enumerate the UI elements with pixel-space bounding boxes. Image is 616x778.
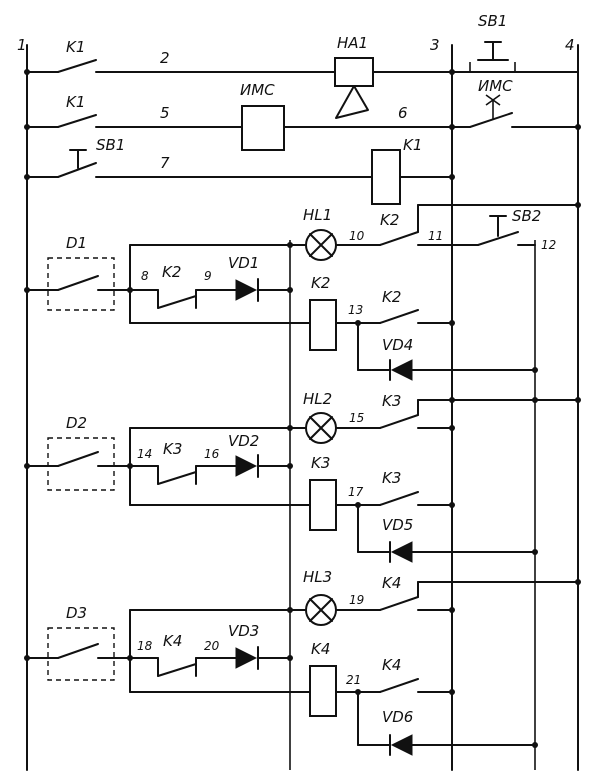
node-8: 8 <box>141 269 149 283</box>
label-vd1: VD1 <box>228 254 259 272</box>
label-k4-c3: K4 <box>382 656 401 674</box>
rail-label-4: 4 <box>565 36 575 54</box>
label-k1-coil: K1 <box>403 136 422 154</box>
label-k3-c2: K3 <box>163 440 182 458</box>
node-17: 17 <box>348 485 364 499</box>
label-d1: D1 <box>66 234 87 252</box>
node-20: 20 <box>204 639 220 653</box>
k4-coil <box>309 665 337 717</box>
node-18: 18 <box>137 639 153 653</box>
label-ims-contact: ИМС <box>478 77 513 95</box>
d1-box <box>47 257 115 311</box>
label-hl3: HL3 <box>303 568 332 586</box>
node-9: 9 <box>204 269 212 283</box>
label-k4-coil: K4 <box>311 640 330 658</box>
label-vd5: VD5 <box>382 516 413 534</box>
node-14: 14 <box>137 447 152 461</box>
node-12: 12 <box>541 238 556 252</box>
label-k3-c3: K3 <box>382 469 401 487</box>
node-7: 7 <box>160 154 170 172</box>
label-ims-coil: ИМС <box>240 81 275 99</box>
label-k2-c3: K2 <box>382 288 401 306</box>
node-15: 15 <box>349 411 364 425</box>
row-ims <box>24 94 581 151</box>
node-5: 5 <box>160 104 170 122</box>
label-sb2: SB2 <box>512 207 541 225</box>
label-d3: D3 <box>66 604 87 622</box>
label-vd3: VD3 <box>228 622 259 640</box>
d3-box <box>47 627 115 681</box>
ha1-bell <box>334 57 374 87</box>
label-k1-a: K1 <box>66 38 85 56</box>
node-6: 6 <box>398 104 408 122</box>
block-1 <box>24 202 581 381</box>
node-11: 11 <box>428 229 443 243</box>
label-sb1-top: SB1 <box>478 12 507 30</box>
node-10: 10 <box>349 229 365 243</box>
k2-coil <box>309 299 337 351</box>
label-hl1: HL1 <box>303 206 332 224</box>
label-hl2: HL2 <box>303 390 332 408</box>
row-k1-coil <box>24 149 455 205</box>
d2-box <box>47 437 115 491</box>
label-d2: D2 <box>66 414 87 432</box>
label-k3-coil: K3 <box>311 454 330 472</box>
label-k2-c2: K2 <box>162 263 181 281</box>
rail-label-1: 1 <box>17 36 27 54</box>
block-3 <box>24 579 581 756</box>
node-21: 21 <box>346 673 361 687</box>
label-vd6: VD6 <box>382 708 413 726</box>
label-k2-c1: K2 <box>380 211 399 229</box>
block-2 <box>24 397 581 563</box>
rail-label-3: 3 <box>430 36 440 54</box>
k3-coil <box>309 479 337 531</box>
label-vd4: VD4 <box>382 336 413 354</box>
k1-coil <box>371 149 401 205</box>
label-k1-b: K1 <box>66 93 85 111</box>
node-16: 16 <box>204 447 220 461</box>
label-ha1: HA1 <box>337 34 368 52</box>
label-k4-c2: K4 <box>163 632 182 650</box>
label-k2-coil: K2 <box>311 274 330 292</box>
label-k4-c1: K4 <box>382 574 401 592</box>
node-19: 19 <box>349 593 364 607</box>
ims-coil <box>241 105 285 151</box>
node-2: 2 <box>160 49 170 67</box>
node-13: 13 <box>348 303 363 317</box>
row-ha1 <box>24 41 579 119</box>
label-sb1-left: SB1 <box>96 136 125 154</box>
label-k3-c1: K3 <box>382 392 401 410</box>
label-vd2: VD2 <box>228 432 259 450</box>
